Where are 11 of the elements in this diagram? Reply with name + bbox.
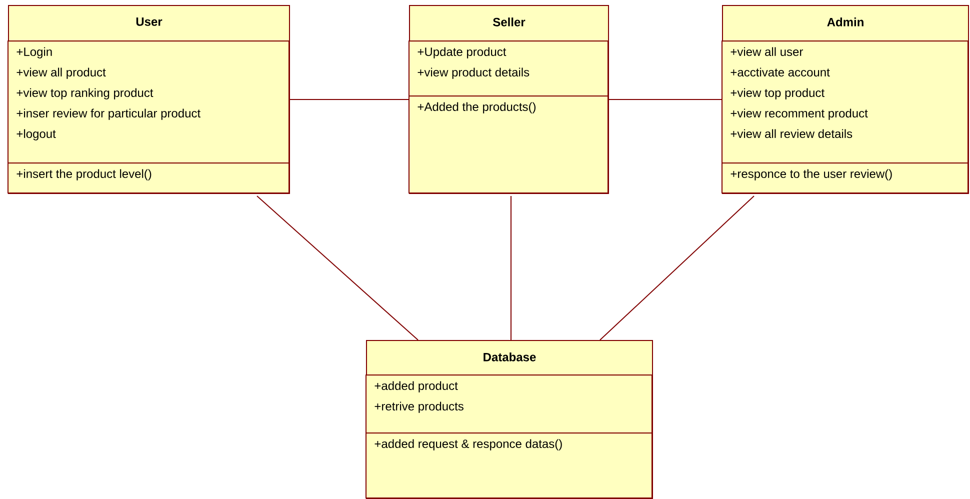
class-compartment: +added product +retrive products [366,374,652,434]
association-line [290,99,410,100]
class-compartment: +insert the product level() [8,162,290,194]
association-line [600,196,754,340]
class-compartment: +Update product +view product details [408,40,608,96]
association-line [510,196,512,340]
class-compartment: +Added the products() [408,96,608,194]
class-compartment: +added request & responce datas() [366,432,652,498]
association-line [608,99,722,100]
association-line [256,196,418,340]
class-compartment: +responce to the user review() [722,162,968,194]
